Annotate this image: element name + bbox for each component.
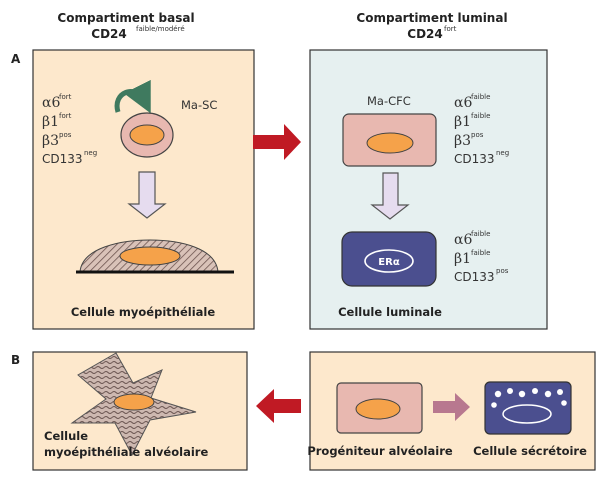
alveolar-progenitor-nucleus — [355, 398, 401, 420]
luminal-compartment-title: Compartiment luminal — [356, 11, 507, 25]
luminal-marker-list: α6 faible β1 faible CD133 pos — [454, 230, 509, 284]
stem-cell-nucleus — [129, 124, 165, 146]
luminal-marker-alpha6-level: faible — [471, 230, 490, 238]
basal-marker-beta1: β1 — [42, 114, 59, 130]
progenitor-marker-cd133-level: neg — [496, 149, 509, 157]
progenitor-label: Ma-CFC — [367, 94, 411, 108]
alveolar-myoepithelial-caption-line1: Cellule — [44, 429, 88, 443]
luminal-marker-beta1: β1 — [454, 251, 471, 267]
alveolar-myoepithelial-caption-line2: myoépithéliale alvéolaire — [44, 445, 208, 459]
basal-marker-beta1-level: fort — [59, 112, 72, 120]
er-alpha-label: ERα — [378, 257, 400, 268]
luminal-cell-nucleus — [364, 249, 414, 273]
progenitor-marker-cd133: CD133 — [454, 152, 495, 166]
progenitor-marker-alpha6-level: faible — [471, 93, 490, 101]
stem-cell-label: Ma-SC — [181, 98, 217, 112]
basal-marker-alpha6: α6 — [42, 95, 60, 111]
secretory-differentiation-arrow — [433, 393, 470, 421]
luminal-marker-alpha6: α6 — [454, 232, 472, 248]
progenitor-marker-beta1: β1 — [454, 114, 471, 130]
alveolar-myoepithelial-nucleus — [113, 393, 155, 411]
secretory-cell-nucleus — [502, 404, 552, 424]
alveolar-progenitor-caption: Progéniteur alvéolaire — [307, 444, 453, 458]
basal-to-luminal-arrow — [253, 124, 301, 160]
myoepithelial-caption: Cellule myoépithéliale — [71, 305, 215, 319]
progenitor-marker-alpha6: α6 — [454, 95, 472, 111]
basal-cd24-level: faible/modéré — [136, 25, 185, 33]
luminal-marker-beta1-level: faible — [471, 249, 490, 257]
basal-marker-alpha6-level: fort — [59, 93, 72, 101]
luminal-cd24-marker: CD24 — [407, 27, 442, 41]
luminal-progenitor-nucleus — [366, 132, 414, 154]
progenitor-marker-beta3: β3 — [454, 133, 471, 149]
basal-marker-cd133: CD133 — [42, 152, 83, 166]
basal-marker-list: α6 fort β1 fort β3 pos CD133 neg — [42, 93, 97, 166]
differentiation-arrow-luminal — [370, 172, 410, 220]
secretory-vesicles — [491, 388, 567, 408]
differentiation-arrow-basal — [127, 171, 167, 219]
basal-cd24-marker: CD24 — [91, 27, 126, 41]
panel-letter-b: B — [11, 353, 20, 367]
luminal-cd24-level: fort — [444, 25, 457, 33]
luminal-caption: Cellule luminale — [338, 305, 442, 319]
luminal-marker-cd133: CD133 — [454, 270, 495, 284]
progenitor-marker-beta3-level: pos — [471, 131, 484, 139]
progenitor-marker-list: α6 faible β1 faible β3 pos CD133 neg — [454, 93, 509, 166]
basal-marker-cd133-level: neg — [84, 149, 97, 157]
luminal-compartment-box — [309, 49, 548, 330]
myoepithelial-nucleus — [119, 246, 181, 266]
basal-compartment-title: Compartiment basal — [57, 11, 194, 25]
basal-marker-beta3-level: pos — [59, 131, 72, 139]
panel-letter-a: A — [11, 52, 21, 66]
basal-marker-beta3: β3 — [42, 133, 59, 149]
progenitor-marker-beta1-level: faible — [471, 112, 490, 120]
self-renewal-arrow — [114, 79, 151, 114]
luminal-marker-cd133-level: pos — [496, 267, 509, 275]
alveolar-lineage-arrow — [256, 389, 301, 423]
secretory-cell-caption: Cellule sécrétoire — [473, 444, 587, 458]
